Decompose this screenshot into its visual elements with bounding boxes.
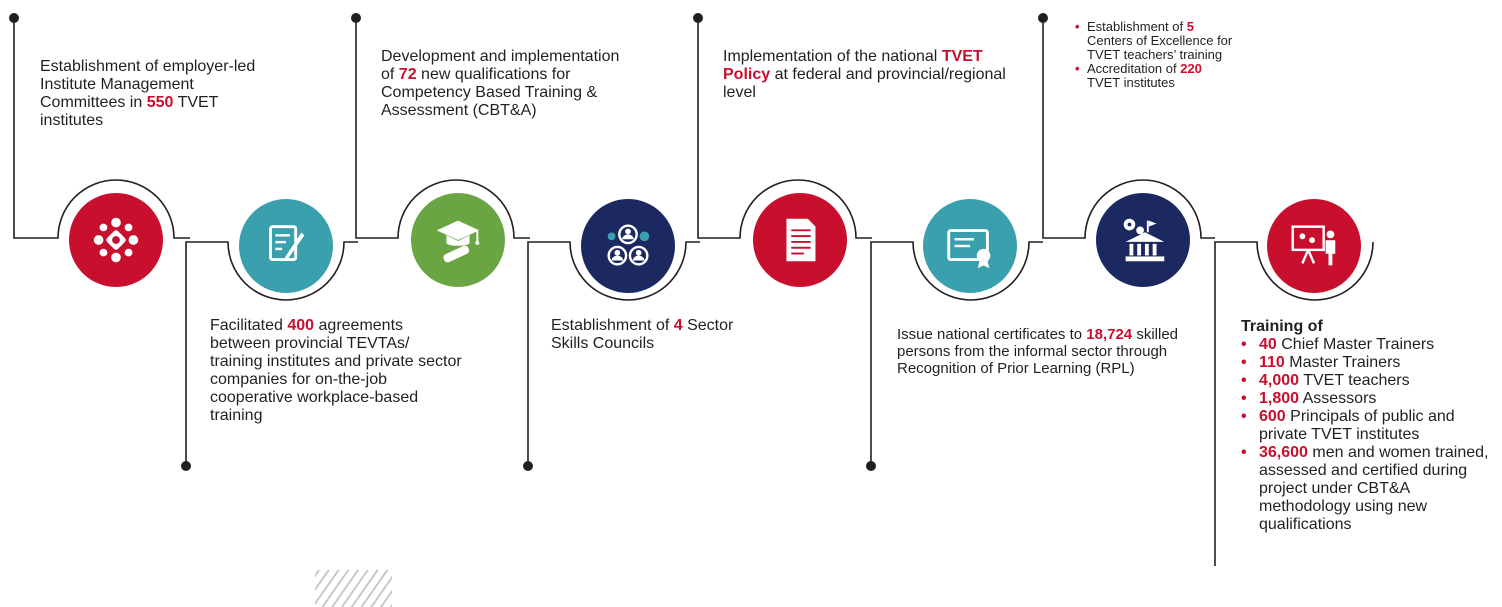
list-item: 1,800 Assessors [1241, 390, 1501, 408]
list-item: 40 Chief Master Trainers [1241, 336, 1501, 354]
people-gears-icon [581, 199, 675, 293]
certificate-icon [923, 199, 1017, 293]
item-1-text: Establishment of employer-led Institute … [40, 58, 256, 129]
list-item: 4,000 TVET teachers [1241, 372, 1501, 390]
list-item: 110 Master Trainers [1241, 354, 1501, 372]
people-circle-icon [69, 193, 163, 287]
decorative-hatch [315, 570, 392, 607]
training-heading: Training of [1241, 318, 1323, 335]
list-item: Establishment of 5 Centers of Excellence… [1075, 20, 1235, 62]
item-6-text: Issue national certificates to 18,724 sk… [897, 326, 1179, 377]
item-8-text: Training of 40 Chief Master Trainers 110… [1241, 318, 1501, 534]
list-item: 36,600 men and women trained, assessed a… [1241, 444, 1501, 534]
document-icon [753, 193, 847, 287]
item-5-text: Implementation of the national TVET Poli… [723, 48, 1006, 101]
list-item: 600 Principals of public and private TVE… [1241, 408, 1501, 444]
item-4-text: Establishment of 4 Sector Skills Council… [551, 317, 734, 352]
list-item: Accreditation of 220 TVET institutes [1075, 62, 1235, 90]
item-2-text: Facilitated 400 agreements between provi… [210, 317, 462, 424]
item-3-text: Development and implementation of 72 new… [381, 48, 620, 119]
graduation-cap-icon [411, 193, 505, 287]
institution-gears-icon [1096, 193, 1190, 287]
trainer-presentation-icon [1267, 199, 1361, 293]
document-pen-icon [239, 199, 333, 293]
item-7-text: Establishment of 5 Centers of Excellence… [1075, 20, 1235, 90]
